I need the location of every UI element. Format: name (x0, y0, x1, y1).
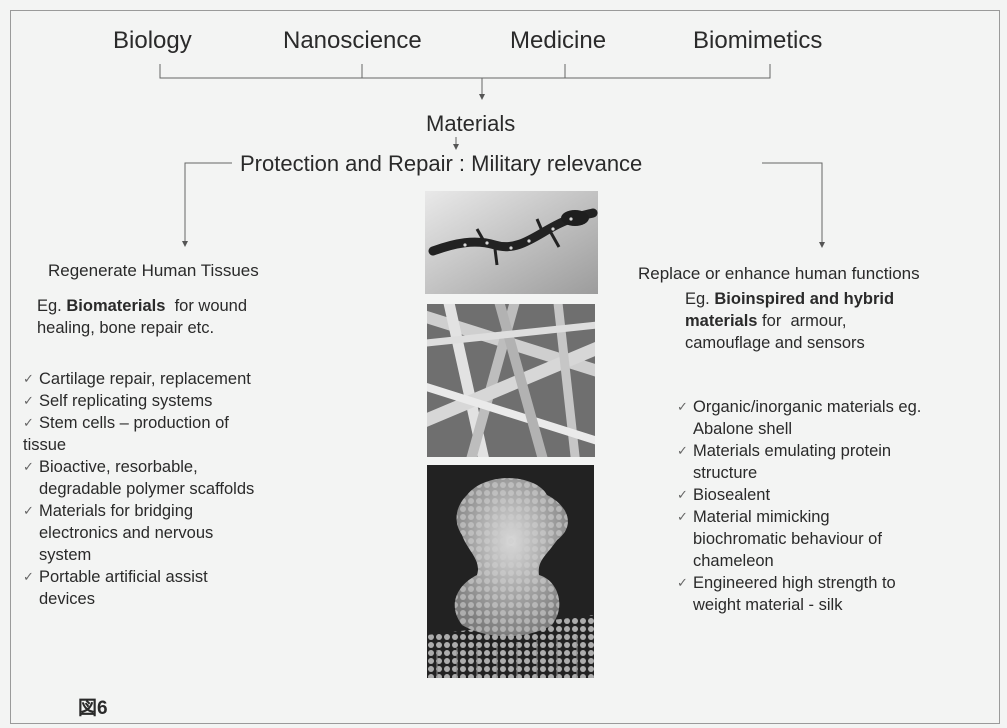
arrow-to-right (762, 163, 822, 245)
protection-title: Protection and Repair : Military relevan… (240, 151, 642, 177)
left-desc: Eg. Biomaterials for wound healing, bone… (37, 295, 247, 339)
check-icon: ✓ (677, 484, 688, 506)
list-item: ✓Self replicating systems (23, 390, 254, 412)
check-icon: ✓ (23, 500, 34, 522)
bracket-line (160, 64, 770, 78)
left-checklist: ✓Cartilage repair, replacement ✓Self rep… (23, 368, 254, 610)
list-item: ✓Bioactive, resorbable,degradable polyme… (23, 456, 254, 500)
check-icon: ✓ (677, 440, 688, 462)
left-title: Regenerate Human Tissues (48, 261, 259, 281)
fiber-scaffold-image (427, 304, 595, 457)
list-item: ✓Materials for bridgingelectronics and n… (23, 500, 254, 566)
salamander-image (425, 191, 598, 294)
list-item: ✓Biosealent (677, 484, 921, 506)
right-title: Replace or enhance human functions (638, 264, 920, 284)
list-item: ✓Engineered high strength toweight mater… (677, 572, 921, 616)
check-icon: ✓ (23, 412, 34, 434)
list-item: ✓Portable artificial assistdevices (23, 566, 254, 610)
protein-structure-image (427, 465, 594, 678)
left-desc-bold: Biomaterials (66, 297, 165, 315)
list-item: ✓Material mimickingbiochromatic behaviou… (677, 506, 921, 572)
list-item: ✓Stem cells – production oftissue (23, 412, 254, 456)
check-icon: ✓ (23, 390, 34, 412)
check-icon: ✓ (23, 456, 34, 478)
list-item: ✓Organic/inorganic materials eg.Abalone … (677, 396, 921, 440)
check-icon: ✓ (677, 396, 688, 418)
materials-label: Materials (426, 111, 515, 137)
check-icon: ✓ (677, 506, 688, 528)
list-item: ✓Materials emulating proteinstructure (677, 440, 921, 484)
list-item: ✓Cartilage repair, replacement (23, 368, 254, 390)
arrow-to-left (185, 163, 232, 244)
right-desc: Eg. Bioinspired and hybrid materials for… (685, 288, 894, 354)
check-icon: ✓ (677, 572, 688, 594)
check-icon: ✓ (23, 368, 34, 390)
right-desc-bold: Bioinspired and hybrid (714, 290, 894, 308)
check-icon: ✓ (23, 566, 34, 588)
figure-label: 図6 (78, 693, 108, 720)
right-checklist: ✓Organic/inorganic materials eg.Abalone … (677, 396, 921, 616)
